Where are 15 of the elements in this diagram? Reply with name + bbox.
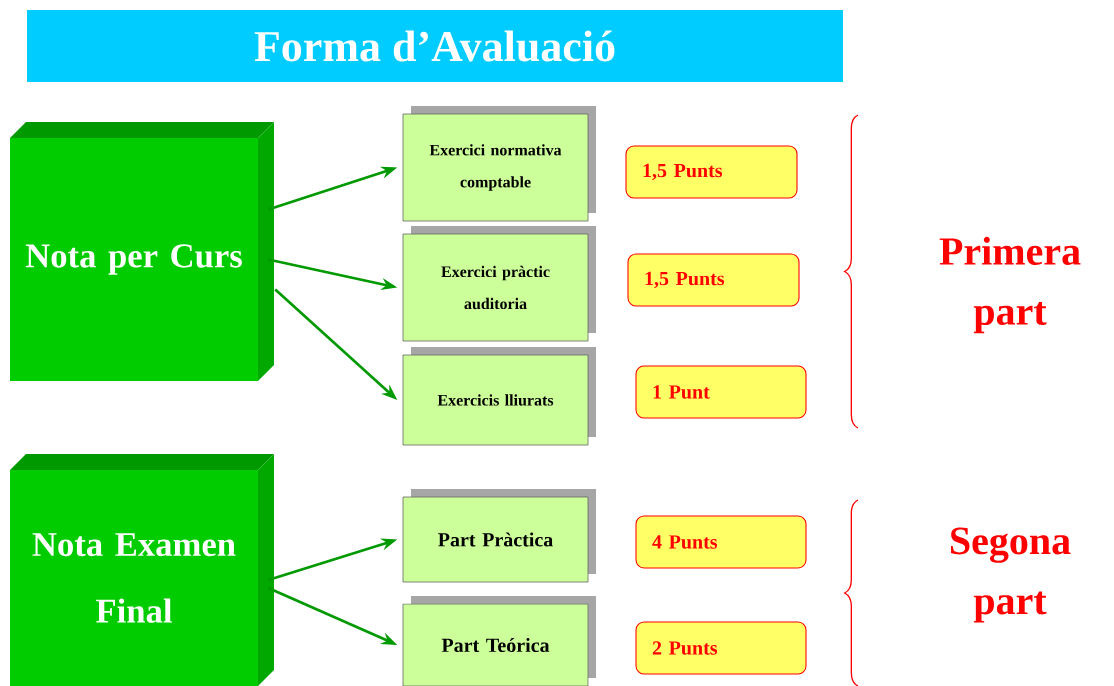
title-banner: Forma d’Avaluació <box>27 10 843 82</box>
points-box: 2 Punts <box>635 621 807 675</box>
cube-box: Nota per Curs <box>10 122 274 381</box>
points-box: 1,5 Punts <box>625 145 798 199</box>
item-box: Part Pràctica <box>402 489 596 583</box>
item-box: Exercici normativa comptable <box>402 106 596 222</box>
section-label: Segona part <box>951 527 1071 623</box>
section-label: Primera part <box>939 236 1081 334</box>
points-box: 1 Punt <box>635 365 807 419</box>
item-box: Part Teórica <box>402 596 596 686</box>
item-box: Exercicis lliurats <box>402 347 596 446</box>
item-box: Exercici pràctic auditoria <box>402 226 596 342</box>
points-box: 1,5 Punts <box>627 253 800 307</box>
points-box: 4 Punts <box>635 515 807 569</box>
cube-box: Nota Examen Final <box>10 454 274 686</box>
